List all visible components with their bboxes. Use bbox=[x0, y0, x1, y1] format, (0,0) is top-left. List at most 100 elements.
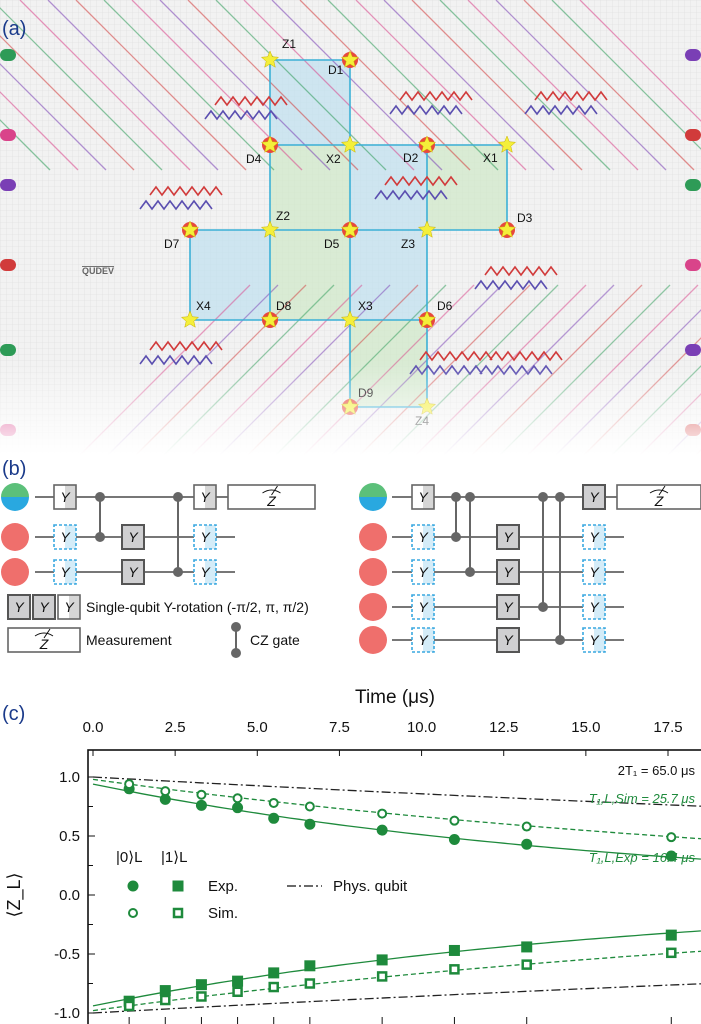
gate-shade bbox=[423, 628, 434, 652]
gate-shade bbox=[423, 560, 434, 584]
data-point bbox=[232, 986, 243, 998]
gate-label: Y bbox=[503, 632, 514, 648]
gate-shade bbox=[205, 485, 216, 509]
logical-qubit-top bbox=[1, 483, 29, 497]
data-point bbox=[448, 944, 460, 956]
gate-shade bbox=[423, 525, 434, 549]
gate-label: Y bbox=[418, 489, 429, 505]
fade-overlay bbox=[0, 0, 701, 455]
data-qubit-circle bbox=[359, 558, 387, 586]
legend-marker bbox=[172, 880, 184, 892]
gate-shade bbox=[423, 485, 434, 509]
y-gate-dashed bbox=[411, 559, 435, 585]
y-gate bbox=[53, 484, 77, 510]
y-gate-pi bbox=[496, 524, 520, 550]
gate-shade bbox=[594, 595, 605, 619]
data-qubit-circle bbox=[1, 523, 29, 551]
fit-curve-dashed bbox=[92, 778, 701, 840]
gate-shade bbox=[423, 595, 434, 619]
x-tick-label: 15.0 bbox=[571, 719, 600, 736]
gate-label: Y bbox=[418, 529, 429, 545]
gate-shade bbox=[205, 560, 216, 584]
data-point bbox=[160, 786, 171, 797]
gate-label: Y bbox=[200, 489, 211, 505]
cz-dot bbox=[95, 532, 105, 542]
data-point bbox=[666, 947, 677, 959]
data-point bbox=[521, 838, 533, 850]
data-point bbox=[521, 959, 532, 970]
annotation-exp: T₁,L,Exp = 16.4 μs bbox=[589, 850, 696, 865]
measure-label: Z bbox=[266, 493, 276, 509]
y-tick-label: 0.0 bbox=[59, 887, 80, 904]
cz-dot bbox=[173, 567, 183, 577]
x-tick-label: 0.0 bbox=[83, 719, 104, 736]
cz-dot bbox=[231, 648, 241, 658]
cz-dot bbox=[555, 635, 565, 645]
gate-label: Y bbox=[200, 529, 211, 545]
fit-curve-solid bbox=[92, 930, 701, 1007]
gate-label: Y bbox=[418, 564, 429, 580]
gate-label: Y bbox=[128, 564, 139, 580]
data-point bbox=[665, 850, 677, 862]
x-axis-label: Time (μs) bbox=[355, 687, 435, 708]
data-point bbox=[665, 929, 677, 941]
gate-shade bbox=[69, 595, 80, 619]
cz-dot bbox=[465, 567, 475, 577]
cz-dot bbox=[173, 492, 183, 502]
logical-qubit-bottom bbox=[359, 497, 387, 511]
y-gate-dashed bbox=[582, 524, 606, 550]
data-qubit-circle bbox=[359, 626, 387, 654]
gate-shade bbox=[65, 525, 76, 549]
measurement-box bbox=[227, 484, 316, 510]
meter-icon bbox=[262, 485, 281, 496]
y-gate-pi bbox=[496, 594, 520, 620]
gate-label: Y bbox=[589, 564, 600, 580]
data-point bbox=[376, 954, 388, 966]
data-point bbox=[521, 941, 533, 953]
y-gate-dashed bbox=[582, 559, 606, 585]
y-gate-pi bbox=[121, 559, 145, 585]
y-gate-dashed bbox=[411, 594, 435, 620]
data-point bbox=[449, 964, 460, 975]
measurement-box bbox=[7, 627, 81, 653]
data-qubit-circle bbox=[359, 593, 387, 621]
panel-label-a: (a) bbox=[2, 18, 27, 40]
data-point bbox=[196, 991, 207, 1002]
panel-label-c: (c) bbox=[2, 703, 26, 725]
gate-label: Y bbox=[589, 529, 600, 545]
logical-qubit-bottom bbox=[1, 497, 29, 511]
gate-label: Y bbox=[128, 529, 139, 545]
x-tick-label: 7.5 bbox=[329, 719, 350, 736]
gate-shade bbox=[594, 560, 605, 584]
cz-dot bbox=[451, 532, 461, 542]
cz-dot bbox=[555, 492, 565, 502]
y-gate-pi bbox=[32, 594, 56, 620]
meter-icon bbox=[34, 628, 54, 639]
data-point bbox=[666, 832, 677, 843]
data-point bbox=[159, 793, 171, 805]
data-point bbox=[232, 802, 244, 814]
gate-label: Y bbox=[200, 564, 211, 580]
chip-layout: Z1D1D4X2D2X1D7Z2D5Z3D3X4D8X3D6D9Z4QUDEV bbox=[0, 0, 701, 455]
data-point bbox=[195, 799, 207, 811]
fit-curve-solid bbox=[92, 783, 701, 860]
y-gate-pi bbox=[496, 627, 520, 653]
gate-label: Y bbox=[418, 632, 429, 648]
legend-measurement-text: Measurement bbox=[86, 632, 172, 648]
data-point bbox=[159, 985, 171, 997]
data-point bbox=[521, 821, 532, 832]
y-gate-dashed bbox=[193, 559, 217, 585]
y-gate-pi bbox=[582, 484, 606, 510]
data-point bbox=[268, 812, 280, 824]
data-point bbox=[448, 834, 460, 846]
gate-label: Y bbox=[589, 632, 600, 648]
y-gate bbox=[193, 484, 217, 510]
y-tick-label: -1.0 bbox=[54, 1005, 80, 1022]
legend-marker bbox=[127, 880, 139, 892]
fit-curve-dashed bbox=[92, 950, 701, 1012]
data-point bbox=[232, 793, 243, 804]
y-gate-pi bbox=[496, 559, 520, 585]
gate-label: Y bbox=[418, 599, 429, 615]
legend-sim: Sim. bbox=[208, 905, 238, 922]
